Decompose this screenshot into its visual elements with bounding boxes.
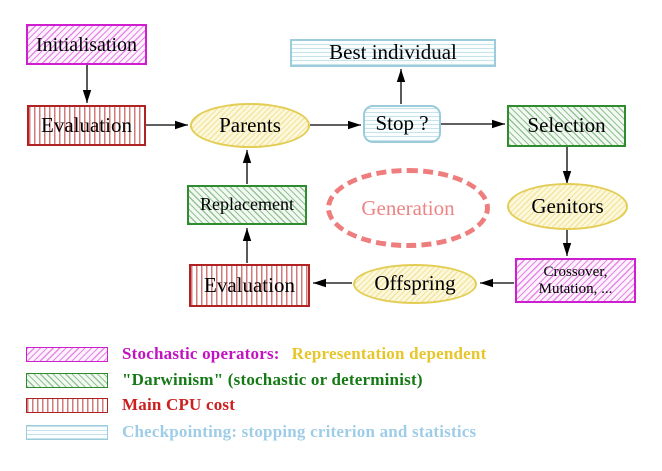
node-crossover-label: Crossover, xyxy=(543,264,608,280)
legend-label-stochastic: Stochastic operators: Representation depe… xyxy=(122,344,486,364)
node-mutation-label: Mutation, ... xyxy=(538,280,613,297)
legend-swatch-darwinism xyxy=(26,372,108,388)
node-selection: Selection xyxy=(507,105,626,147)
legend-row-cpu-cost: Main CPU cost xyxy=(26,392,235,418)
legend-text-cpu-cost: Main CPU cost xyxy=(122,395,236,414)
node-genitors: Genitors xyxy=(507,183,628,230)
node-crossover-mutation: Crossover, Mutation, ... xyxy=(515,258,636,303)
legend-swatch-cpu-cost xyxy=(26,397,108,413)
node-genitors-label: Genitors xyxy=(531,193,604,218)
node-evaluation-bottom: Evaluation xyxy=(189,264,310,307)
legend-swatch-stochastic-operators xyxy=(26,346,108,362)
legend-text-checkpointing: Checkpointing: stopping criterion and st… xyxy=(122,422,477,441)
node-best-individual: Best individual xyxy=(290,39,496,67)
node-replacement: Replacement xyxy=(187,185,307,225)
node-offspring: Offspring xyxy=(353,264,477,304)
node-evaluation-bottom-label: Evaluation xyxy=(204,272,295,297)
node-parents: Parents xyxy=(190,103,310,148)
node-stop: Stop ? xyxy=(363,105,441,143)
node-initialisation: Initialisation xyxy=(26,24,147,65)
legend-row-darwinism: "Darwinism" (stochastic or determinist) xyxy=(26,367,423,393)
node-offspring-label: Offspring xyxy=(374,271,456,296)
node-stop-label: Stop ? xyxy=(375,111,429,136)
node-selection-label: Selection xyxy=(527,113,606,138)
node-evaluation-top-label: Evaluation xyxy=(41,112,132,137)
legend-text-representation-dependent: Representation dependent xyxy=(291,344,487,363)
legend-text-darwinism: "Darwinism" (stochastic or determinist) xyxy=(122,370,423,389)
legend-row-stochastic: Stochastic operators: Representation depe… xyxy=(26,341,486,367)
legend-text-stochastic-operators: Stochastic operators: xyxy=(122,344,280,363)
node-generation-label: Generation xyxy=(361,195,455,220)
node-replacement-label: Replacement xyxy=(200,194,294,215)
node-parents-label: Parents xyxy=(219,112,281,137)
node-initialisation-label: Initialisation xyxy=(35,33,138,56)
node-generation: Generation xyxy=(326,168,490,248)
node-best-individual-label: Best individual xyxy=(329,40,457,65)
legend-swatch-checkpointing xyxy=(26,424,108,440)
legend-row-checkpointing: Checkpointing: stopping criterion and st… xyxy=(26,419,476,445)
node-evaluation-top: Evaluation xyxy=(27,105,146,146)
